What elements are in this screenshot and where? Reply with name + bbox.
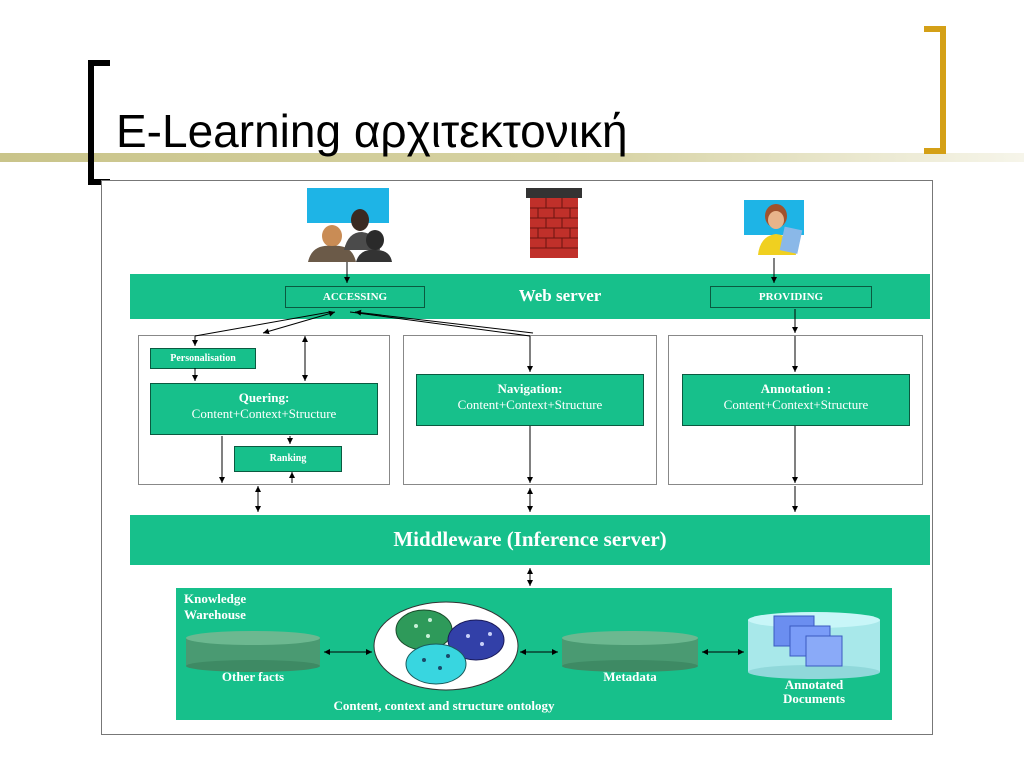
right-bracket-icon: [924, 26, 946, 154]
metadata-label: Metadata: [603, 669, 657, 684]
warehouse-title-line1: Knowledge: [184, 591, 247, 606]
annotated-line2: Documents: [782, 691, 846, 706]
ontology-ellipse-icon: [373, 601, 519, 691]
quering-sub: Content+Context+Structure: [191, 406, 337, 421]
quering-box: Quering: Content+Context+Structure: [150, 383, 378, 435]
warehouse-title: Knowledge Warehouse: [184, 591, 246, 623]
annotated-line1: Annotated: [784, 677, 844, 692]
quering-title: Quering:: [238, 390, 290, 405]
navigation-box: Navigation: Content+Context+Structure: [416, 374, 644, 426]
web-server-label: Web server: [518, 286, 602, 305]
warehouse-title-line2: Warehouse: [184, 607, 246, 622]
middleware-label: Middleware (Inference server): [393, 527, 667, 551]
ranking-box: Ranking: [234, 446, 342, 472]
annotation-title: Annotation :: [760, 381, 832, 396]
ontology-label: Content, context and structure ontology: [333, 698, 555, 713]
navigation-title: Navigation:: [497, 381, 563, 396]
annotation-box: Annotation : Content+Context+Structure: [682, 374, 910, 426]
left-bracket-icon: [88, 60, 110, 185]
title-underline-bar: [0, 153, 1024, 162]
navigation-sub: Content+Context+Structure: [457, 397, 603, 412]
accessing-box: ACCESSING: [285, 286, 425, 308]
other-facts-label: Other facts: [221, 669, 285, 684]
metadata-db-icon: [562, 631, 698, 672]
other-facts-db-icon: [186, 631, 320, 672]
personalisation-box: Personalisation: [150, 348, 256, 369]
slide-title: E-Learning αρχιτεκτονική: [116, 105, 628, 157]
annotation-sub: Content+Context+Structure: [723, 397, 869, 412]
middleware-bar: [130, 515, 930, 565]
annotated-documents-icon: [748, 612, 880, 679]
annotated-documents-label: Annotated Documents: [748, 678, 880, 706]
providing-box: PROVIDING: [710, 286, 872, 308]
